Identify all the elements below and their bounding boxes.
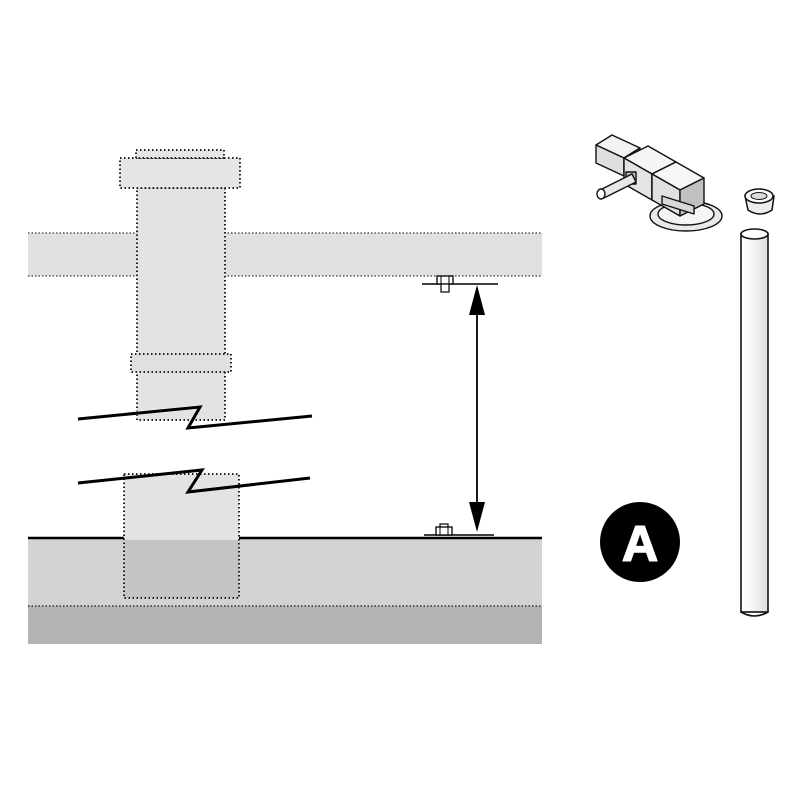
- floor-slab: [28, 536, 542, 644]
- break-symbol-lower: [77, 468, 311, 494]
- upper-pipe-section: [119, 149, 241, 421]
- ceiling-beam: [28, 232, 542, 277]
- vertical-rod-icon: [740, 228, 769, 617]
- lower-pipe-section: [123, 473, 240, 599]
- break-symbol-upper: [77, 405, 313, 430]
- vertical-double-arrow-icon: [469, 285, 485, 532]
- step-badge-circle: [600, 502, 680, 582]
- floor-anchor-icon: [424, 523, 494, 536]
- step-badge-label: A: [622, 516, 658, 572]
- ceiling-anchor-icon: [422, 275, 498, 293]
- step-badge: A: [600, 502, 680, 582]
- pipe-cutter-tool-icon: [595, 134, 723, 232]
- end-cap-icon: [744, 188, 775, 215]
